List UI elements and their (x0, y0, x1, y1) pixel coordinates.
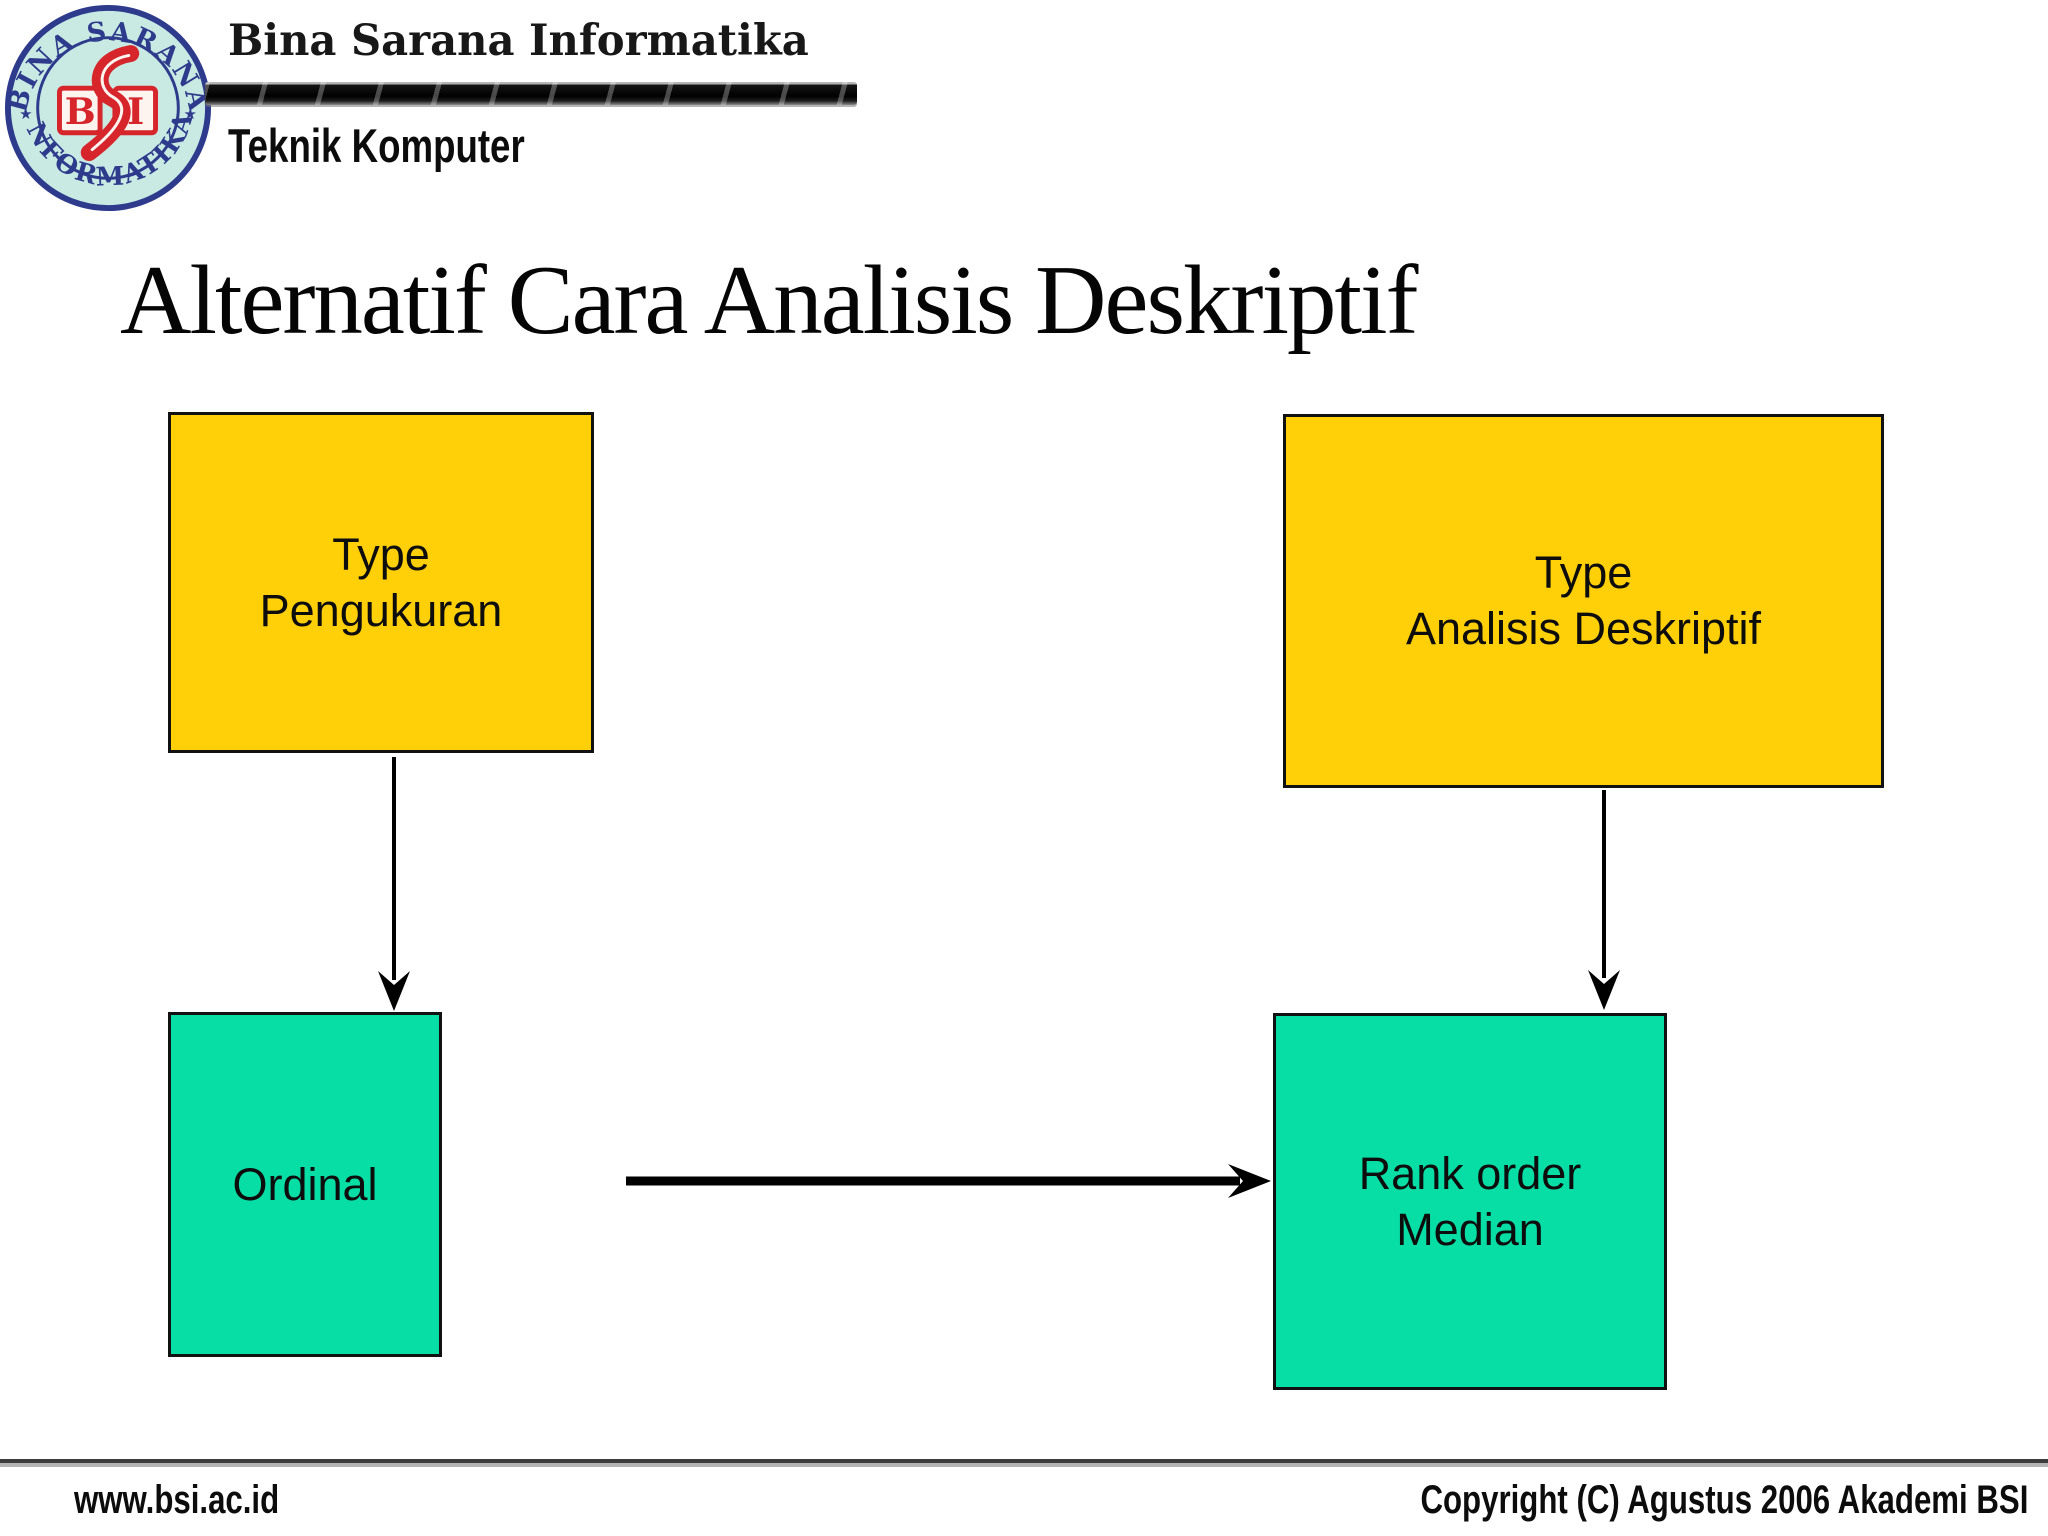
box-rank-order-median-label: Rank order Median (1358, 1147, 1582, 1255)
footer-website: www.bsi.ac.id (74, 1478, 280, 1522)
box-rank-order-median: Rank order Median (1273, 1013, 1667, 1390)
logo-star-left-icon: ★ (19, 107, 32, 123)
footer-divider (0, 1458, 2048, 1469)
logo-monogram-left-box (56, 85, 103, 136)
logo-star-right-icon: ★ (184, 107, 197, 123)
box-ordinal-label: Ordinal (232, 1158, 378, 1210)
box-type-analisis-deskriptif-label: Type Analisis Deskriptif (1405, 547, 1762, 654)
bsi-logo: BINA SARANA INFORMATIKA ★ ★ B I (4, 4, 212, 212)
page-title: Alternatif Cara Analisis Deskriptif (120, 246, 1418, 355)
arrow-ordinal-rank-head (1228, 1164, 1271, 1198)
logo-letter-b: B (65, 90, 96, 133)
org-name: Bina Sarana Informatika (228, 16, 809, 66)
box-type-pengukuran: Type Pengukuran (168, 412, 594, 753)
logo-inner-ring (36, 36, 180, 180)
arrow-analisis-rank-head (1588, 970, 1620, 1010)
box-type-analisis-deskriptif: Type Analisis Deskriptif (1283, 414, 1884, 788)
footer-copyright: Copyright (C) Agustus 2006 Akademi BSI (1420, 1478, 2028, 1522)
logo-letter-i: I (127, 90, 144, 133)
logo-s-swoosh-stripe (90, 54, 131, 152)
header-divider-bar (205, 82, 857, 105)
dept-name: Teknik Komputer (228, 119, 525, 172)
box-type-pengukuran-label: Type Pengukuran (259, 528, 503, 636)
box-ordinal: Ordinal (168, 1012, 442, 1357)
arrow-pengukuran-ordinal-head (378, 971, 410, 1011)
